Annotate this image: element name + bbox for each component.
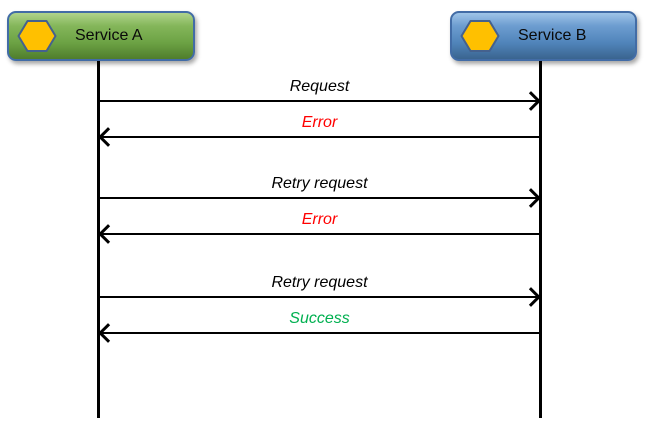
hexagon-icon: [460, 20, 500, 52]
actor-label-service-a: Service A: [75, 27, 143, 44]
arrow-right: [99, 100, 540, 102]
arrow-right: [99, 296, 540, 298]
lifeline-service-a: [97, 61, 100, 418]
lifeline-service-b: [539, 61, 542, 418]
message-label: Error: [301, 211, 338, 228]
arrow-left: [99, 233, 540, 235]
actor-service-b: Service B: [450, 11, 637, 61]
message-label: Error: [301, 114, 338, 131]
arrow-right: [99, 197, 540, 199]
hexagon-icon: [17, 20, 57, 52]
actor-service-a: Service A: [7, 11, 195, 61]
actor-label-service-b: Service B: [518, 27, 587, 44]
message-label: Request: [289, 78, 350, 95]
arrow-left: [99, 136, 540, 138]
arrow-left: [99, 332, 540, 334]
message-label: Retry request: [271, 175, 368, 192]
message-label: Success: [289, 310, 350, 327]
message-label: Retry request: [271, 274, 368, 291]
